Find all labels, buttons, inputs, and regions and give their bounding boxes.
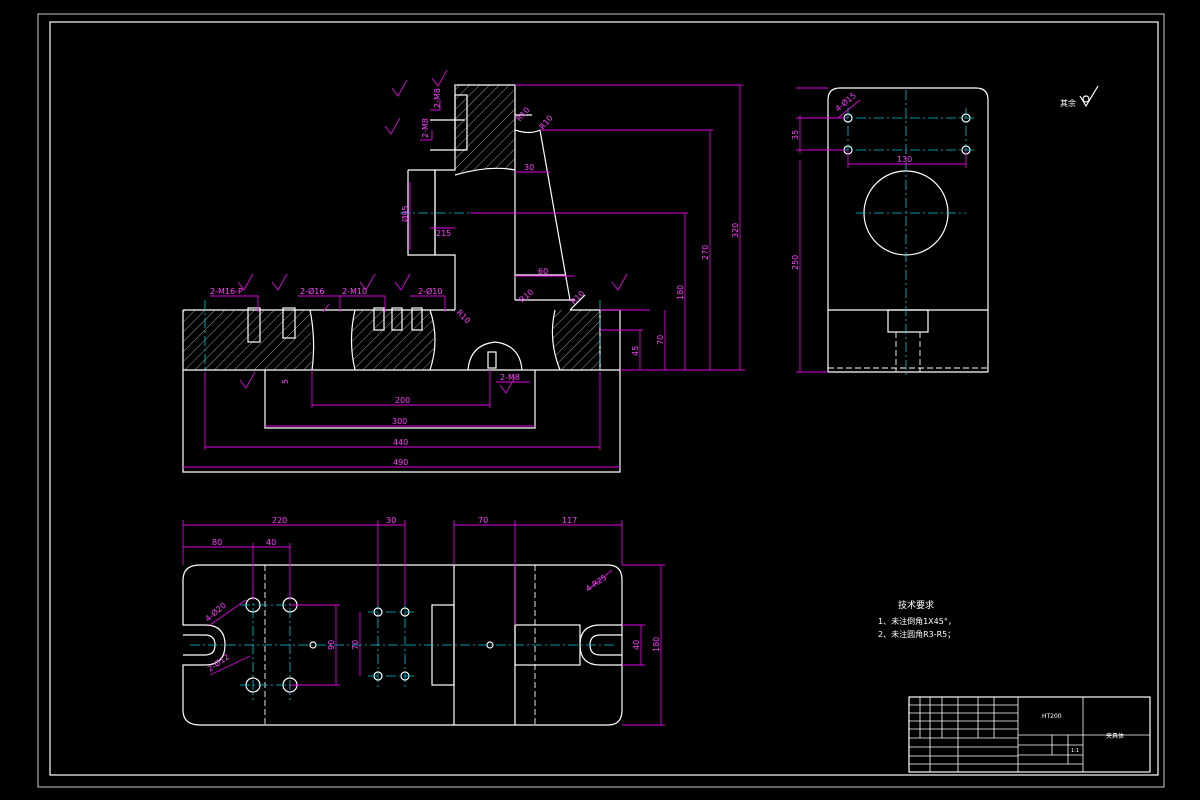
label-2-m16-p: 2-M16-P	[210, 287, 243, 296]
roughness-symbol-icon	[1079, 85, 1099, 108]
dim-180: 180	[676, 285, 685, 300]
label-2-phi16: 2-Ø16	[300, 286, 324, 296]
inner-frame	[49, 21, 1159, 776]
front-view: 200 300 440 490 45 70 180 270 320 60 30 …	[182, 69, 745, 473]
dim-200: 200	[395, 396, 410, 405]
dim-r10-a: R10	[515, 105, 532, 123]
dim-top-220: 220	[272, 516, 287, 525]
label-4-r25: 4-R25	[584, 573, 609, 594]
tech-req-item-1: 1、未注倒角1X45°，	[878, 616, 956, 626]
dim-top-70-v: 70	[351, 640, 360, 650]
dim-30: 30	[524, 163, 534, 172]
dim-490: 490	[393, 458, 408, 467]
title-material: HT200	[1042, 713, 1062, 720]
dim-320: 320	[731, 223, 740, 238]
top-view: 220 80 40 30 70 117 90 70 40 180 4-Ø20 2…	[182, 516, 665, 726]
title-block: HT200 夹具体 1:1	[908, 696, 1151, 773]
dim-top-117: 117	[562, 516, 577, 525]
label-2-m8-bottom: 2-M8	[500, 373, 520, 382]
dim-70: 70	[656, 335, 665, 345]
dim-top-40-v: 40	[632, 640, 641, 650]
dim-side-35: 35	[791, 130, 800, 140]
label-4-phi15: 4-Ø15	[833, 90, 858, 113]
dim-r10-c: R10	[518, 288, 536, 305]
title-part-name: 夹具体	[1106, 732, 1124, 740]
base-hatch-mid	[351, 310, 435, 370]
label-2-m8-left: 2-M8	[421, 118, 430, 138]
base-hatch-right	[552, 310, 600, 370]
dim-215: 215	[436, 229, 451, 238]
dim-440: 440	[393, 438, 408, 447]
dim-phi95: Ø95	[400, 206, 410, 222]
dim-60: 60	[538, 267, 548, 276]
dim-270: 270	[701, 245, 710, 260]
tech-req-item-2: 2、未注圆角R3-R5；	[878, 629, 955, 639]
outer-frame	[37, 13, 1165, 788]
label-2-m8-top: 2-M8	[433, 88, 442, 108]
dim-top-40: 40	[266, 538, 276, 547]
roughness-note: 其余	[1060, 85, 1099, 108]
dim-5: 5	[281, 379, 290, 384]
dim-r10-d: R10	[569, 289, 587, 307]
dim-45: 45	[631, 346, 640, 356]
dim-side-250: 250	[791, 255, 800, 270]
roughness-note-text: 其余	[1060, 98, 1076, 108]
label-2-m10: 2-M10	[342, 287, 367, 296]
dim-top-30: 30	[386, 516, 396, 525]
dim-top-70: 70	[478, 516, 488, 525]
title-scale: 1:1	[1071, 748, 1079, 754]
dim-300: 300	[392, 417, 407, 426]
dim-top-180: 180	[652, 637, 661, 652]
dim-r10-e: R10	[455, 308, 473, 326]
dim-r10-b: R10	[538, 113, 555, 131]
technical-requirements: 技术要求 1、未注倒角1X45°， 2、未注圆角R3-R5；	[878, 599, 956, 639]
tech-req-heading: 技术要求	[898, 599, 934, 611]
side-view: 4-Ø15 35 130 250	[791, 87, 989, 375]
column-hatch	[455, 85, 515, 175]
label-2-phi10: 2-Ø10	[418, 286, 442, 296]
dim-top-80: 80	[212, 538, 222, 547]
label-4-phi20: 4-Ø20	[203, 600, 228, 623]
dim-top-90: 90	[327, 640, 336, 650]
dim-side-130: 130	[897, 155, 912, 164]
